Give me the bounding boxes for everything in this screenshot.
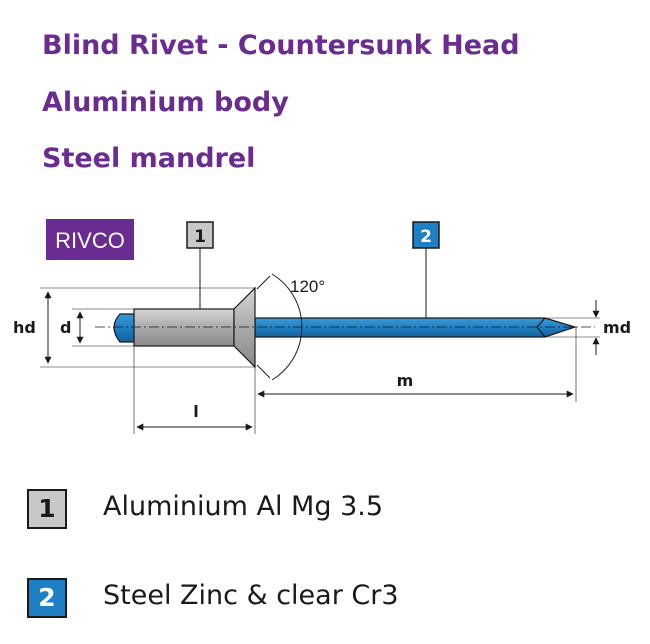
angle-label: 120°	[290, 277, 325, 296]
angle-arc	[271, 273, 303, 381]
title-line-2: Aluminium body	[42, 87, 289, 118]
rivco-logo: RIVCO	[46, 219, 134, 260]
legend-number-1: 1	[27, 489, 67, 529]
angle-extension-top	[256, 275, 271, 290]
title-line-1: Blind Rivet - Countersunk Head	[42, 30, 520, 61]
rivet-diagram: RIVCO 1 2 120° hd d md m l	[13, 219, 631, 434]
legend-text-1: Aluminium Al Mg 3.5	[103, 491, 384, 522]
callout-label-2: 2	[420, 227, 432, 247]
mandrel-shank	[254, 317, 577, 338]
m-label: m	[397, 371, 414, 390]
countersunk-head	[233, 286, 256, 369]
callout-box-1	[186, 221, 214, 249]
md-label: md	[603, 318, 631, 337]
hd-label: hd	[13, 318, 36, 337]
rivet-body	[133, 308, 235, 347]
title-line-3: Steel mandrel	[42, 143, 256, 174]
l-label: l	[193, 402, 198, 421]
logo-text: RIVCO	[55, 228, 125, 253]
logo-background	[46, 219, 134, 260]
mandrel-head	[113, 313, 135, 343]
d-label: d	[60, 318, 71, 337]
legend-text-2: Steel Zinc & clear Cr3	[103, 580, 399, 611]
angle-extension-bottom	[256, 364, 271, 379]
legend-number-2: 2	[27, 578, 67, 618]
callout-label-1: 1	[194, 227, 206, 247]
